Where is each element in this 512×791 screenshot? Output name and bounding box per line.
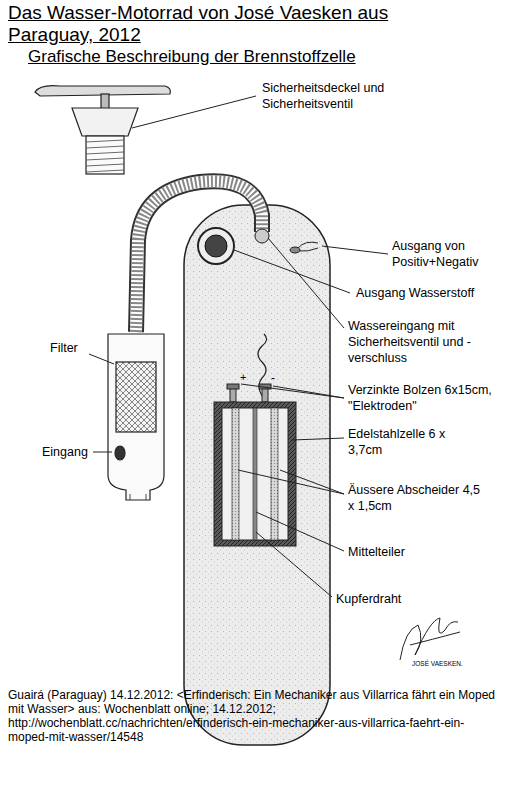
water-inlet: [255, 229, 269, 243]
part-label: Ausgang Wasserstoff: [356, 285, 506, 301]
part-label: Ausgang von Positiv+Negativ: [392, 238, 507, 270]
signature-name: JOSÉ VAESKEN.: [412, 660, 482, 668]
part-label: Mittelteiler: [348, 544, 468, 560]
safety-cap: [35, 86, 170, 174]
part-label: Filter: [50, 340, 95, 356]
caption: Guairá (Paraguay) 14.12.2012: <Erfinderi…: [8, 688, 504, 744]
braided-hose: [136, 181, 262, 332]
part-label: Verzinkte Bolzen 6x15cm, "Elektroden": [348, 382, 508, 414]
filter-bottle: [108, 334, 164, 500]
hydrogen-outlet: [198, 228, 234, 264]
part-label: Wassereingang mit Sicherheitsventil und …: [348, 318, 498, 366]
outlet-bore: [205, 235, 227, 257]
part-label: Äussere Abscheider 4,5 x 1,5cm: [348, 482, 488, 514]
part-label: Edelstahlzelle 6 x 3,7cm: [348, 426, 468, 458]
leader-lines: [89, 96, 388, 597]
title: Das Wasser-Motorrad von José Vaesken aus…: [8, 2, 448, 46]
terminal-wires: [290, 242, 318, 253]
part-label: Eingang: [42, 444, 102, 460]
part-label: Sicherheitsdeckel und Sicherheitsventil: [262, 80, 412, 112]
subtitle: Grafische Beschreibung der Brennstoffzel…: [28, 46, 448, 68]
polarity-sign: -: [271, 370, 283, 386]
signature: [400, 618, 460, 660]
part-label: Kupferdraht: [336, 591, 456, 607]
polarity-sign: +: [240, 370, 252, 384]
